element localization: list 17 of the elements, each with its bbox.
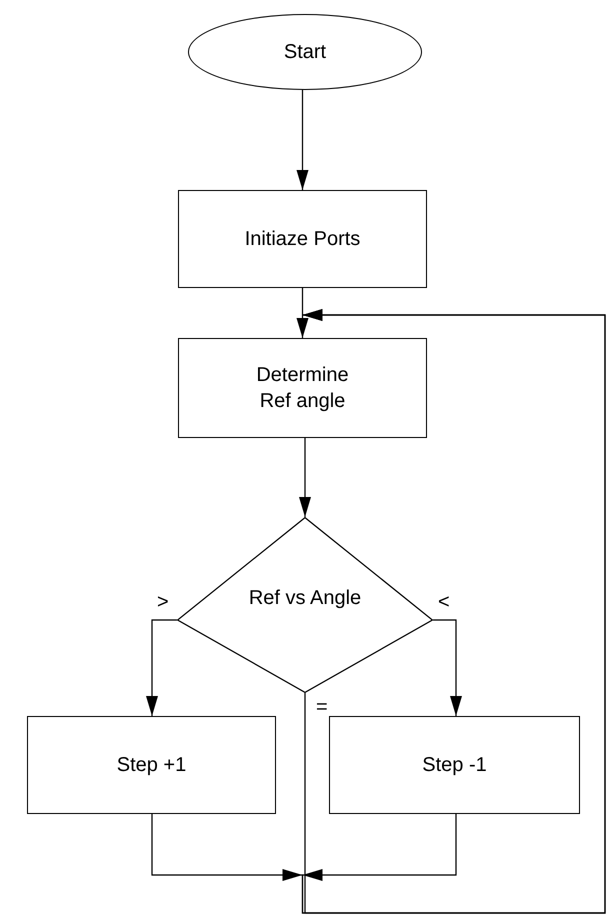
arrow bbox=[146, 619, 177, 716]
process-box bbox=[178, 190, 427, 288]
process-box bbox=[178, 338, 427, 438]
node-label: Step +1 bbox=[116, 753, 186, 778]
terminal-ellipse bbox=[188, 14, 422, 90]
node-label: Determine Ref angle bbox=[255, 363, 350, 414]
node-label: Step -1 bbox=[422, 753, 487, 778]
arrow bbox=[433, 619, 462, 716]
process-box bbox=[329, 716, 580, 814]
process-box bbox=[27, 716, 276, 814]
arrow bbox=[299, 438, 311, 517]
node-label: Start bbox=[284, 40, 326, 65]
node-label: Initiaze Ports bbox=[244, 227, 360, 252]
node-label: Ref vs Angle bbox=[248, 586, 362, 611]
arrow bbox=[296, 90, 308, 190]
arrow bbox=[296, 288, 308, 338]
decision-diamond bbox=[177, 517, 433, 693]
